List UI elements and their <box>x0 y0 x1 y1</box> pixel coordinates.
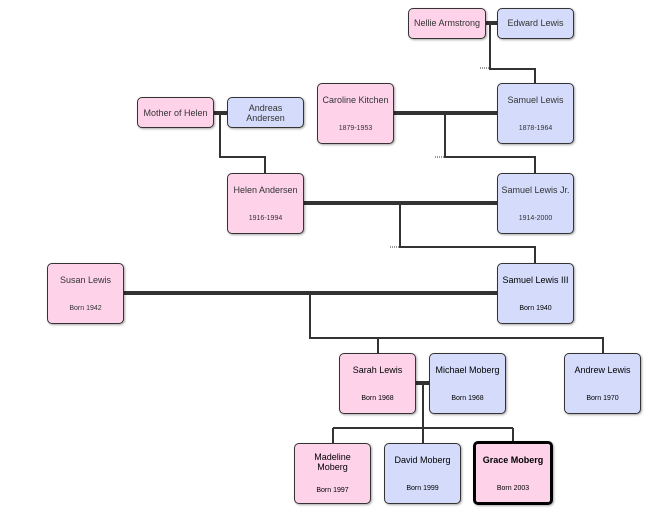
person-node-michael-moberg[interactable]: Michael Moberg Born 1968 <box>429 353 506 414</box>
person-node-nellie-armstrong[interactable]: Nellie Armstrong <box>408 8 486 39</box>
person-dates: Born 1970 <box>586 395 619 402</box>
person-name: Madeline Moberg <box>314 452 351 472</box>
person-node-edward-lewis[interactable]: Edward Lewis <box>497 8 574 39</box>
person-name: Andreas Andersen <box>246 103 285 123</box>
person-name: Samuel Lewis Jr. <box>501 185 570 195</box>
person-dates: Born 1940 <box>519 305 552 312</box>
person-name: Michael Moberg <box>435 365 500 375</box>
person-name: Sarah Lewis <box>352 365 403 375</box>
person-node-madeline-moberg[interactable]: Madeline Moberg Born 1997 <box>294 443 371 504</box>
person-node-samuel-lewis[interactable]: Samuel Lewis 1878-1964 <box>497 83 574 144</box>
person-name: Andrew Lewis <box>574 365 631 375</box>
person-node-helen-andersen[interactable]: Helen Andersen 1916-1994 <box>227 173 304 234</box>
person-dates: 1916-1994 <box>248 215 283 222</box>
person-name: Samuel Lewis <box>507 95 564 105</box>
person-node-susan-lewis[interactable]: Susan Lewis Born 1942 <box>47 263 124 324</box>
person-node-caroline-kitchen[interactable]: Caroline Kitchen 1879-1953 <box>317 83 394 144</box>
person-node-sarah-lewis[interactable]: Sarah Lewis Born 1968 <box>339 353 416 414</box>
person-node-andrew-lewis[interactable]: Andrew Lewis Born 1970 <box>564 353 641 414</box>
person-dates: Born 1968 <box>361 395 394 402</box>
person-dates: Born 1999 <box>406 485 439 492</box>
person-dates: Born 1942 <box>69 305 102 312</box>
person-name: Helen Andersen <box>233 185 298 195</box>
person-name: Grace Moberg <box>482 455 544 465</box>
person-dates: Born 1968 <box>451 395 484 402</box>
person-dates: 1878-1964 <box>518 125 553 132</box>
person-node-andreas-andersen[interactable]: Andreas Andersen <box>227 97 304 128</box>
person-name: David Moberg <box>394 455 451 465</box>
person-dates: Born 1997 <box>316 487 349 494</box>
person-node-grace-moberg[interactable]: Grace Moberg Born 2003 <box>473 441 553 505</box>
person-name: Samuel Lewis III <box>502 275 569 285</box>
person-node-samuel-lewis-jr[interactable]: Samuel Lewis Jr. 1914-2000 <box>497 173 574 234</box>
person-node-david-moberg[interactable]: David Moberg Born 1999 <box>384 443 461 504</box>
person-dates: 1914-2000 <box>518 215 553 222</box>
person-dates: Born 2003 <box>496 485 530 492</box>
person-dates: 1879-1953 <box>338 125 373 132</box>
person-name: Mother of Helen <box>143 108 208 118</box>
person-name: Edward Lewis <box>507 18 564 28</box>
person-name: Susan Lewis <box>59 275 112 285</box>
person-node-samuel-lewis-iii[interactable]: Samuel Lewis III Born 1940 <box>497 263 574 324</box>
person-name: Caroline Kitchen <box>322 95 389 105</box>
person-name: Nellie Armstrong <box>413 18 481 28</box>
person-node-mother-of-helen[interactable]: Mother of Helen <box>137 97 214 128</box>
